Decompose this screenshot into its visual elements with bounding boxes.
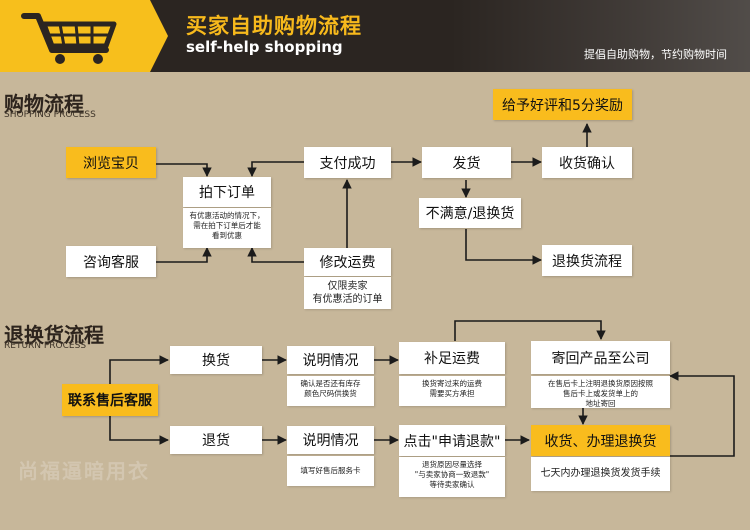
- shopping-section-subtitle: SHOPPING PROCESS: [4, 110, 96, 120]
- step-apply-refund: 点击"申请退款": [399, 425, 505, 456]
- step-explain-refund-note: 填写好售后服务卡: [287, 456, 374, 486]
- step-paid: 支付成功: [304, 147, 391, 178]
- shopping-cart-icon: [21, 13, 117, 64]
- header-subtitle: self-help shopping: [186, 38, 343, 56]
- step-explain-refund: 说明情况: [287, 426, 374, 454]
- step-send-back: 寄回产品至公司: [531, 341, 670, 374]
- step-explain-exchange-note: 确认是否还有库存 颜色尺码供换货: [287, 376, 374, 406]
- step-receive-refund: 收货、办理退换货: [531, 425, 670, 456]
- step-modify-fee-note: 仅限卖家 有优惠活的订单: [304, 277, 391, 309]
- shopping-section-title: 购物流程: [4, 92, 84, 116]
- step-add-shipping-note: 换货寄过来的运费 需要买方承担: [399, 376, 505, 406]
- step-browse: 浏览宝贝: [66, 147, 156, 178]
- step-apply-refund-note: 退货原因尽量选择 "与卖家协商一致退款" 等待卖家确认: [399, 457, 505, 497]
- return-section-title: 退换货流程: [4, 323, 104, 347]
- link-unhappy-to-returnflow: [465, 229, 542, 265]
- link-contact-to-exchange: [109, 355, 169, 384]
- link-browse-to-order: [156, 163, 212, 177]
- watermark-text: 尚福逼暗用衣: [18, 459, 150, 483]
- header-slogan: 提倡自助购物，节约购物时间: [584, 48, 727, 61]
- link-contact-to-refund: [109, 416, 169, 445]
- step-order: 拍下订单: [183, 177, 271, 207]
- header-highlight: [450, 0, 750, 72]
- step-consult: 咨询客服: [66, 246, 156, 277]
- link-loop-to-sendback: [669, 371, 735, 457]
- step-unhappy-return: 不满意/退换货: [419, 198, 521, 228]
- step-review-reward: 给予好评和5分奖励: [493, 89, 632, 120]
- step-refund: 退货: [170, 426, 262, 454]
- link-consult-to-order: [156, 247, 212, 263]
- step-return-flow: 退换货流程: [542, 245, 632, 276]
- step-ship: 发货: [422, 147, 511, 178]
- step-receive-refund-note: 七天内办理退换货发货手续: [531, 457, 670, 491]
- step-explain-exchange: 说明情况: [287, 346, 374, 374]
- step-receive-confirm: 收货确认: [542, 147, 632, 178]
- step-order-note: 有优惠活动的情况下， 需在拍下订单后才能 看到优惠: [183, 208, 271, 248]
- step-send-back-note: 在售后卡上注明退换货原因按照 售后卡上或发货单上的 地址寄回: [531, 376, 670, 408]
- link-paid-to-order: [247, 161, 304, 177]
- header-title: 买家自助购物流程: [186, 14, 362, 38]
- step-exchange: 换货: [170, 346, 262, 374]
- link-modify-to-order: [247, 247, 304, 263]
- step-contact-service: 联系售后客服: [62, 384, 158, 416]
- step-add-shipping: 补足运费: [399, 342, 505, 374]
- return-section-subtitle: RETURN PROCESS: [4, 341, 87, 351]
- link-addfee-to-sendback: [454, 320, 606, 341]
- step-modify-fee: 修改运费: [304, 248, 391, 276]
